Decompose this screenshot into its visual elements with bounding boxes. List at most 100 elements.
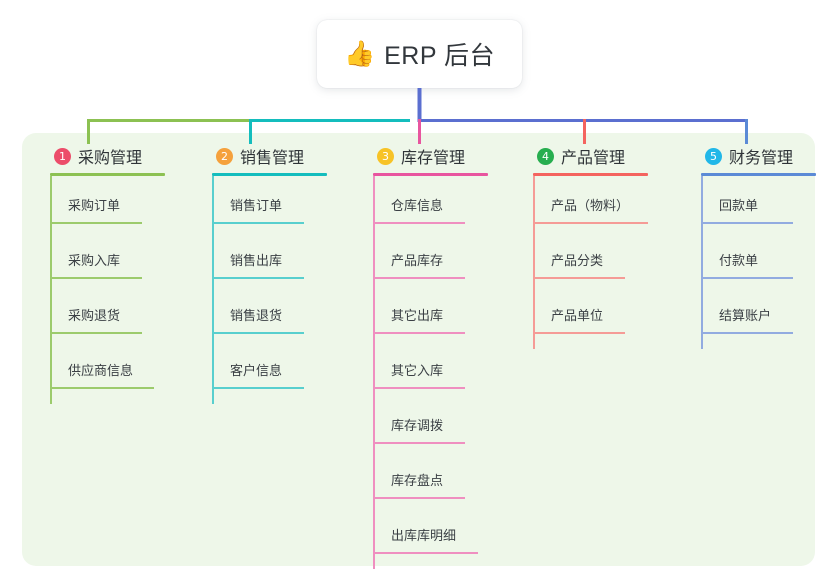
branch-header-2[interactable]: 2 销售管理 xyxy=(200,142,327,180)
branch-header-row-4: 4 产品管理 xyxy=(521,142,625,170)
branch-spine-3 xyxy=(373,176,375,569)
thumbs-up-emoji: 👍 xyxy=(343,39,376,68)
leaf-label: 库存调拨 xyxy=(391,418,444,433)
leaf-underline xyxy=(533,277,625,279)
leaf-underline xyxy=(701,332,793,334)
leaf-underline xyxy=(212,332,304,334)
leaf-label: 仓库信息 xyxy=(391,198,444,213)
leaf-underline xyxy=(212,222,304,224)
leaf-node[interactable]: 产品单位 xyxy=(521,290,625,345)
leaf-node[interactable]: 销售出库 xyxy=(200,235,304,290)
leaf-underline xyxy=(373,222,465,224)
leaf-underline xyxy=(50,222,142,224)
leaf-label: 产品分类 xyxy=(551,253,604,268)
leaf-label: 付款单 xyxy=(719,253,759,268)
branch-spine-4 xyxy=(533,176,535,349)
leaf-node[interactable]: 库存调拨 xyxy=(361,400,465,455)
leaf-underline xyxy=(533,222,648,224)
leaf-underline xyxy=(373,332,465,334)
root-node-card[interactable]: 👍 ERP 后台 xyxy=(317,20,522,88)
root-node-content: 👍 ERP 后台 xyxy=(344,36,495,72)
leaf-underline xyxy=(373,442,465,444)
leaf-label: 客户信息 xyxy=(230,363,283,378)
root-node-title: ERP 后台 xyxy=(384,42,496,70)
leaf-node[interactable]: 付款单 xyxy=(689,235,793,290)
branch-underline-2 xyxy=(212,173,327,176)
branch-column-5: 5 财务管理 回款单 付款单 结算账户 xyxy=(689,142,816,349)
branch-underline-5 xyxy=(701,173,816,176)
leaf-node[interactable]: 采购退货 xyxy=(38,290,142,345)
leaf-label: 库存盘点 xyxy=(391,473,444,488)
leaf-node[interactable]: 出库库明细 xyxy=(361,510,478,565)
leaf-label: 产品单位 xyxy=(551,308,604,323)
leaf-label: 采购退货 xyxy=(68,308,121,323)
branch-column-4: 4 产品管理 产品（物料） 产品分类 产品单位 xyxy=(521,142,648,349)
leaf-node[interactable]: 采购入库 xyxy=(38,235,142,290)
branch-header-row-5: 5 财务管理 xyxy=(689,142,793,170)
leaf-underline xyxy=(50,277,142,279)
leaf-node[interactable]: 销售订单 xyxy=(200,180,304,235)
branch-column-2: 2 销售管理 销售订单 销售出库 销售退货 客户信息 xyxy=(200,142,327,404)
leaf-label: 产品（物料） xyxy=(551,198,630,213)
leaf-node[interactable]: 采购订单 xyxy=(38,180,142,235)
leaf-node[interactable]: 结算账户 xyxy=(689,290,793,345)
leaf-underline xyxy=(212,387,304,389)
branch-column-1: 1 采购管理 采购订单 采购入库 采购退货 供应商信息 xyxy=(38,142,165,404)
branch-header-row-2: 2 销售管理 xyxy=(200,142,304,170)
branch-badge-5: 5 xyxy=(705,147,722,165)
leaf-label: 产品库存 xyxy=(391,253,444,268)
branch-column-3: 3 库存管理 仓库信息 产品库存 其它出库 其它入库 库存调拨 库存盘点 出库库… xyxy=(361,142,488,569)
branch-header-row-3: 3 库存管理 xyxy=(361,142,465,170)
leaf-label: 销售出库 xyxy=(230,253,283,268)
leaf-label: 出库库明细 xyxy=(391,528,457,543)
leaf-label: 其它出库 xyxy=(391,308,444,323)
leaf-underline xyxy=(50,387,154,389)
leaf-underline xyxy=(373,552,478,554)
leaf-label: 供应商信息 xyxy=(68,363,134,378)
branch-badge-4: 4 xyxy=(537,147,554,165)
leaf-underline xyxy=(212,277,304,279)
diagram-panel xyxy=(22,133,815,566)
branch-underline-4 xyxy=(533,173,648,176)
branch-header-5[interactable]: 5 财务管理 xyxy=(689,142,816,180)
leaf-node[interactable]: 仓库信息 xyxy=(361,180,465,235)
leaf-node[interactable]: 供应商信息 xyxy=(38,345,154,400)
branch-title-3: 库存管理 xyxy=(401,150,466,167)
branch-badge-1: 1 xyxy=(54,147,71,165)
leaf-underline xyxy=(701,277,793,279)
branch-spine-1 xyxy=(50,176,52,404)
leaf-node[interactable]: 产品分类 xyxy=(521,235,625,290)
branch-header-1[interactable]: 1 采购管理 xyxy=(38,142,165,180)
branch-header-3[interactable]: 3 库存管理 xyxy=(361,142,488,180)
leaf-node[interactable]: 回款单 xyxy=(689,180,793,235)
branch-header-4[interactable]: 4 产品管理 xyxy=(521,142,648,180)
leaf-underline xyxy=(373,277,465,279)
leaf-node[interactable]: 销售退货 xyxy=(200,290,304,345)
branch-spine-5 xyxy=(701,176,703,349)
leaf-label: 销售订单 xyxy=(230,198,283,213)
leaf-node[interactable]: 客户信息 xyxy=(200,345,304,400)
leaf-node[interactable]: 其它出库 xyxy=(361,290,465,345)
leaf-underline xyxy=(373,387,465,389)
branch-title-1: 采购管理 xyxy=(78,150,143,167)
leaf-label: 采购入库 xyxy=(68,253,121,268)
leaf-node[interactable]: 产品（物料） xyxy=(521,180,648,235)
branch-underline-1 xyxy=(50,173,165,176)
branch-title-4: 产品管理 xyxy=(561,150,626,167)
leaf-node[interactable]: 其它入库 xyxy=(361,345,465,400)
branch-spine-2 xyxy=(212,176,214,404)
leaf-underline xyxy=(373,497,465,499)
branch-title-2: 销售管理 xyxy=(240,150,305,167)
leaf-label: 销售退货 xyxy=(230,308,283,323)
branch-underline-3 xyxy=(373,173,488,176)
leaf-underline xyxy=(701,222,793,224)
leaf-node[interactable]: 库存盘点 xyxy=(361,455,465,510)
branch-badge-3: 3 xyxy=(377,147,394,165)
leaf-underline xyxy=(533,332,625,334)
leaf-label: 回款单 xyxy=(719,198,759,213)
branch-title-5: 财务管理 xyxy=(729,150,794,167)
leaf-label: 其它入库 xyxy=(391,363,444,378)
leaf-node[interactable]: 产品库存 xyxy=(361,235,465,290)
leaf-label: 采购订单 xyxy=(68,198,121,213)
branch-header-row-1: 1 采购管理 xyxy=(38,142,142,170)
